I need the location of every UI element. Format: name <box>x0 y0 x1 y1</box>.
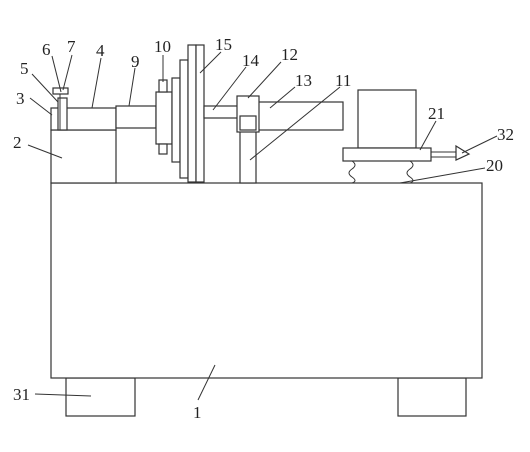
leader-2 <box>27 144 63 159</box>
leader-11 <box>249 86 341 161</box>
main-base <box>50 182 483 379</box>
clamp-inner <box>239 115 257 131</box>
label-11: 11 <box>335 71 351 90</box>
label-2: 2 <box>13 133 22 152</box>
label-4: 4 <box>96 41 105 60</box>
disc-step-1 <box>171 77 181 163</box>
leader-15 <box>199 51 222 74</box>
label-5: 5 <box>20 59 29 78</box>
disc-face <box>195 44 205 183</box>
label-9: 9 <box>131 52 140 71</box>
leader-32 <box>461 135 498 154</box>
label-13: 13 <box>295 71 312 90</box>
leader-13 <box>269 86 296 109</box>
leader-31 <box>34 393 92 397</box>
leader-14 <box>212 66 247 111</box>
label-15: 15 <box>215 35 232 54</box>
left-housing <box>50 129 117 184</box>
label-32: 32 <box>497 125 514 144</box>
left-spring <box>348 160 356 184</box>
label-3: 3 <box>16 89 25 108</box>
label-10: 10 <box>154 37 171 56</box>
label-7: 7 <box>67 37 76 56</box>
label-20: 20 <box>486 156 503 175</box>
leader-5 <box>31 73 59 103</box>
leader-20 <box>399 167 486 184</box>
motor-box <box>357 89 417 149</box>
leader-7 <box>62 54 73 91</box>
coupling-bottom-nub <box>158 143 168 155</box>
disc-step-2 <box>179 59 189 179</box>
label-1: 1 <box>193 403 202 422</box>
right-spring <box>406 160 414 184</box>
label-12: 12 <box>281 45 298 64</box>
right-foot <box>397 377 467 417</box>
vertical-post <box>57 97 68 131</box>
main-shaft <box>115 105 157 129</box>
label-31: 31 <box>13 385 30 404</box>
disc-step-3 <box>187 44 197 183</box>
leader-21 <box>419 120 437 151</box>
label-14: 14 <box>242 51 260 70</box>
threaded-rod <box>203 105 241 119</box>
left-foot <box>65 377 136 417</box>
support-plate <box>342 147 432 162</box>
leader-3 <box>29 97 53 116</box>
leader-12 <box>247 61 282 99</box>
leader-9 <box>128 67 136 107</box>
leader-4 <box>91 57 102 109</box>
leader-6 <box>51 55 62 93</box>
leader-1 <box>197 364 216 401</box>
label-6: 6 <box>42 40 51 59</box>
coupling <box>155 91 173 145</box>
label-21: 21 <box>428 104 445 123</box>
